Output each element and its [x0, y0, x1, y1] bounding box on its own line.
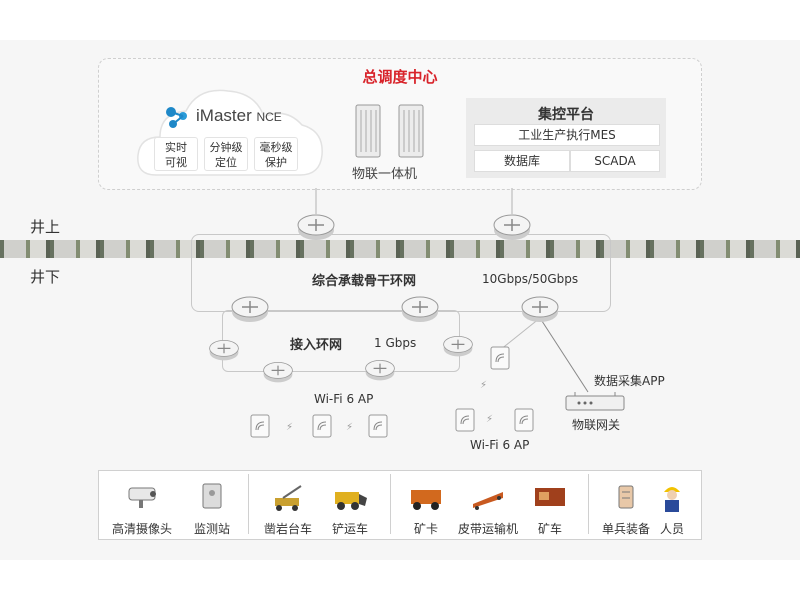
device-soldier-gear: 单兵装备	[596, 476, 656, 537]
feature-realtime: 实时 可视	[154, 137, 198, 171]
backbone-label: 综合承载骨干环网	[312, 274, 417, 289]
wifi-ap-icon	[368, 414, 388, 438]
divider	[390, 474, 391, 534]
wifi-ap-label-left: Wi-Fi 6 AP	[314, 392, 374, 406]
router-icon	[521, 296, 559, 322]
device-label: 凿岩台车	[263, 522, 312, 536]
soldier-gear-icon	[618, 485, 634, 509]
gateway-app-label: 数据采集APP	[594, 374, 665, 388]
divider	[248, 474, 249, 534]
wifi-ap-icon	[490, 346, 510, 370]
iot-server-label: 物联一体机	[352, 167, 418, 182]
device-worker: 人员	[642, 476, 702, 537]
device-label: 高清摄像头	[112, 522, 173, 536]
device-conveyor: 皮带运输机	[458, 476, 518, 537]
feature-minute-locate: 分钟级 定位	[204, 137, 248, 171]
device-label: 矿卡	[413, 522, 438, 536]
device-loader: 铲运车	[320, 476, 380, 537]
router-icon	[231, 296, 269, 322]
router-icon	[401, 296, 439, 322]
mine-truck-icon	[411, 490, 441, 510]
mes-cell: 工业生产执行MES	[474, 124, 660, 146]
monitor-station-icon	[202, 483, 222, 509]
scada-cell: SCADA	[570, 150, 660, 172]
device-label: 矿车	[537, 522, 562, 536]
conveyor-icon	[473, 492, 503, 510]
dispatch-center-title: 总调度中心	[362, 68, 438, 86]
wireless-link-icon: ⚡	[346, 422, 354, 433]
below-ground-label: 井下	[30, 268, 61, 286]
imaster-suffix: NCE	[256, 110, 282, 124]
router-icon	[443, 336, 473, 357]
router-icon	[365, 360, 395, 381]
above-ground-label: 井上	[30, 218, 61, 236]
router-icon	[493, 214, 531, 240]
backbone-speed: 10Gbps/50Gbps	[482, 272, 579, 286]
wireless-link-icon: ⚡	[480, 380, 488, 391]
divider	[588, 474, 589, 534]
device-mine-truck: 矿卡	[396, 476, 456, 537]
imaster-logo-icon	[166, 107, 187, 128]
server-icon	[398, 104, 424, 158]
access-ring-speed: 1 Gbps	[374, 336, 417, 350]
backbone-ring	[191, 234, 611, 312]
worker-icon	[664, 487, 680, 512]
wifi-ap-icon	[312, 414, 332, 438]
wifi-ap-label-right: Wi-Fi 6 AP	[470, 438, 530, 452]
access-ring-label: 接入环网	[290, 338, 343, 353]
device-panel	[98, 470, 702, 540]
device-label: 铲运车	[331, 522, 368, 536]
imaster-brand: iMaster	[196, 106, 252, 125]
router-icon	[263, 362, 293, 383]
loader-icon	[335, 492, 367, 510]
imaster-title: iMaster NCE	[196, 106, 282, 126]
iot-gateway-icon	[565, 392, 625, 411]
device-camera: 高清摄像头	[112, 476, 172, 537]
device-drill-rig: 凿岩台车	[258, 476, 318, 537]
wireless-link-icon: ⚡	[486, 414, 494, 425]
router-icon	[209, 340, 239, 361]
feature-ms-protect: 毫秒级 保护	[254, 137, 298, 171]
camera-icon	[128, 487, 156, 508]
iot-gateway-label: 物联网关	[572, 418, 621, 432]
drill-rig-icon	[275, 485, 302, 511]
wireless-link-icon: ⚡	[286, 422, 294, 433]
device-label: 监测站	[193, 522, 230, 536]
mine-cart-icon	[535, 488, 565, 506]
router-icon	[297, 214, 335, 240]
wifi-ap-icon	[250, 414, 270, 438]
device-label: 人员	[659, 522, 684, 536]
wifi-ap-icon	[455, 408, 475, 432]
rock-strata	[0, 240, 800, 258]
wifi-ap-icon	[514, 408, 534, 432]
control-platform-title: 集控平台	[538, 107, 594, 123]
device-label: 单兵装备	[601, 522, 650, 536]
device-label: 皮带运输机	[458, 522, 519, 536]
device-mine-cart: 矿车	[520, 476, 580, 537]
database-cell: 数据库	[474, 150, 570, 172]
server-icon	[355, 104, 381, 158]
device-monitor-station: 监测站	[182, 476, 242, 537]
